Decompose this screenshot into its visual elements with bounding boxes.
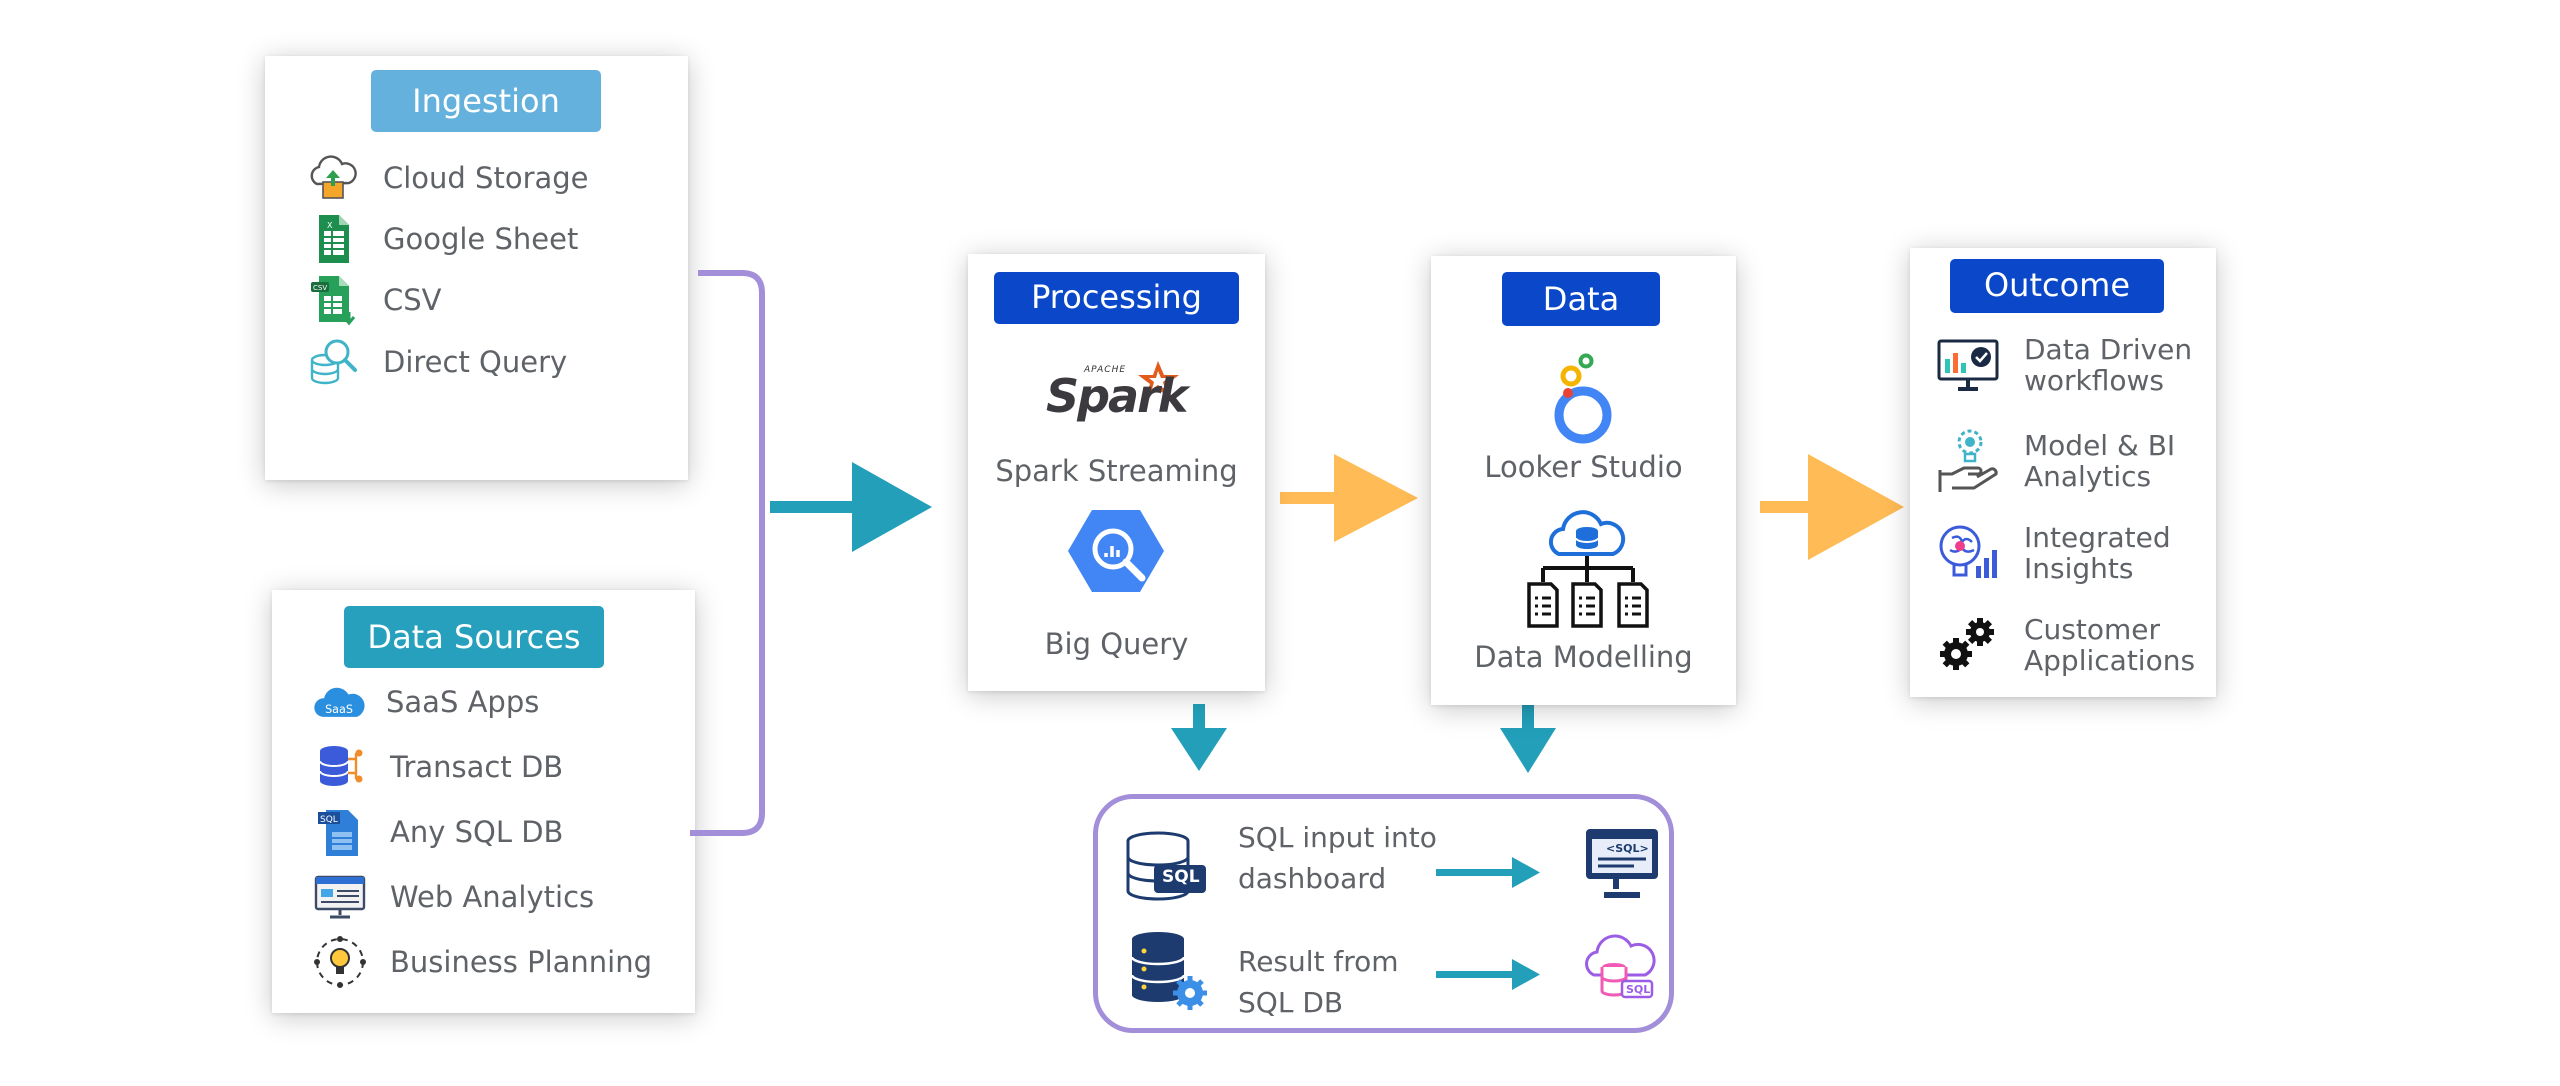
- outcome-item-label: Customer Applications: [2024, 614, 2195, 676]
- outcome-label-line2: workflows: [2024, 364, 2165, 397]
- sql-row1-line2: dashboard: [1238, 862, 1387, 895]
- data-to-outcome-arrow: [1760, 454, 1904, 560]
- sql-monitor-icon: <SQL>: [1582, 825, 1662, 905]
- processing-down-arrow: [1171, 704, 1227, 771]
- source-item-label: Web Analytics: [390, 880, 595, 914]
- source-item-business-planning: Business Planning: [312, 934, 652, 990]
- outcome-item-integrated-insights: Integrated Insights: [1936, 522, 2171, 584]
- spark-logo-apache: APACHE: [1084, 365, 1127, 375]
- sql-row2-label: Result from SQL DB: [1238, 941, 1399, 1023]
- spark-streaming-label: Spark Streaming: [995, 454, 1238, 488]
- ingestion-sources-bracket: [690, 270, 765, 836]
- outcome-label-line2: Analytics: [2024, 460, 2152, 493]
- outcome-label-line1: Customer: [2024, 613, 2161, 646]
- data-modelling-icon: [1523, 506, 1653, 632]
- svg-text:X: X: [327, 221, 333, 230]
- sql-flow-box: SQL SQL input into dashboard <SQL> Resul…: [1093, 794, 1674, 1033]
- ingestion-item-direct-query: Direct Query: [305, 334, 567, 390]
- gears-icon: [1936, 614, 2000, 676]
- sql-file-tag: SQL: [320, 815, 338, 825]
- data-sources-title: Data Sources: [344, 606, 604, 668]
- ingestion-title: Ingestion: [371, 70, 601, 132]
- outcome-item-data-driven-workflows: Data Driven workflows: [1936, 334, 2192, 396]
- brain-chart-icon: [1936, 522, 2000, 584]
- ingestion-item-cloud-storage: Cloud Storage: [305, 150, 589, 206]
- outcome-label-line2: Insights: [2024, 552, 2134, 585]
- dashboard-monitor-icon: [1936, 335, 2000, 395]
- ingestion-item-csv: CSV CSV: [305, 272, 442, 328]
- google-sheet-icon: X: [305, 211, 361, 267]
- sql-row2-line1: Result from: [1238, 945, 1399, 978]
- saas-tag: SaaS: [325, 703, 353, 716]
- sql-monitor-tag: <SQL>: [1606, 842, 1649, 855]
- source-item-web-analytics: Web Analytics: [312, 869, 594, 925]
- database-network-icon: [312, 739, 368, 795]
- merge-arrow: [770, 462, 932, 552]
- outcome-label-line2: Applications: [2024, 644, 2196, 677]
- source-item-saas-apps: SaaS SaaS Apps: [312, 674, 539, 730]
- web-analytics-icon: [312, 869, 368, 925]
- ingestion-item-google-sheet: X Google Sheet: [305, 211, 578, 267]
- sql-database-tag: SQL: [1162, 867, 1200, 887]
- csv-tag: CSV: [313, 284, 327, 292]
- sql-row2-arrow: [1436, 959, 1540, 990]
- outcome-title: Outcome: [1950, 259, 2164, 313]
- spark-logo: APACHE Spark: [1046, 357, 1188, 427]
- outcome-item-label: Model & BI Analytics: [2024, 430, 2175, 492]
- sql-row1-line1: SQL input into: [1238, 821, 1437, 854]
- sql-row1-label: SQL input into dashboard: [1238, 817, 1437, 899]
- source-item-label: Transact DB: [390, 750, 564, 784]
- data-down-arrow: [1500, 704, 1556, 773]
- saas-cloud-icon: SaaS: [312, 674, 368, 730]
- outcome-label-line1: Integrated: [2024, 521, 2171, 554]
- sql-database-icon: SQL: [1124, 829, 1210, 905]
- outcome-item-customer-applications: Customer Applications: [1936, 614, 2195, 676]
- cloud-sql-icon: SQL: [1580, 931, 1660, 1007]
- outcome-item-label: Integrated Insights: [2024, 522, 2171, 584]
- outcome-label-line1: Model & BI: [2024, 429, 2176, 462]
- hand-bulb-icon: [1936, 426, 2000, 496]
- source-item-any-sql-db: SQL Any SQL DB: [312, 804, 563, 860]
- data-card: Data Looker Studio Data Modelling: [1431, 256, 1736, 705]
- looker-studio-icon: [1551, 353, 1615, 447]
- processing-card: Processing APACHE Spark Spark Streaming …: [968, 254, 1265, 691]
- data-modelling-label: Data Modelling: [1474, 640, 1693, 674]
- ingestion-item-label: Cloud Storage: [383, 161, 589, 195]
- outcome-label-line1: Data Driven: [2024, 333, 2193, 366]
- cloud-upload-icon: [305, 150, 361, 206]
- source-item-label: SaaS Apps: [386, 685, 540, 719]
- looker-studio-label: Looker Studio: [1484, 450, 1683, 484]
- big-query-label: Big Query: [1044, 627, 1189, 661]
- sql-row2-line2: SQL DB: [1238, 986, 1344, 1019]
- outcome-item-model-bi-analytics: Model & BI Analytics: [1936, 426, 2175, 496]
- cloud-sql-tag: SQL: [1626, 983, 1651, 996]
- ingestion-item-label: Google Sheet: [383, 222, 579, 256]
- spark-logo-word: Spark: [1046, 369, 1188, 423]
- source-item-label: Business Planning: [390, 945, 653, 979]
- data-title: Data: [1502, 272, 1660, 326]
- ingestion-item-label: CSV: [383, 283, 442, 317]
- ingestion-card: Ingestion Cloud Storage X Google Sheet: [265, 56, 688, 480]
- database-search-icon: [305, 334, 361, 390]
- data-sources-card: Data Sources SaaS SaaS Apps Transact DB: [272, 590, 695, 1013]
- processing-to-data-arrow: [1280, 454, 1418, 542]
- source-item-label: Any SQL DB: [390, 815, 564, 849]
- sql-row1-arrow: [1436, 857, 1540, 888]
- bigquery-icon: [1066, 506, 1166, 596]
- server-gear-icon: [1126, 929, 1210, 1013]
- csv-file-icon: CSV: [305, 272, 361, 328]
- source-item-transact-db: Transact DB: [312, 739, 563, 795]
- processing-title: Processing: [994, 272, 1239, 324]
- sql-file-icon: SQL: [312, 804, 368, 860]
- ingestion-item-label: Direct Query: [383, 345, 568, 379]
- lightbulb-planning-icon: [312, 934, 368, 990]
- outcome-card: Outcome Data Driven workflows: [1910, 248, 2216, 697]
- outcome-item-label: Data Driven workflows: [2024, 334, 2192, 396]
